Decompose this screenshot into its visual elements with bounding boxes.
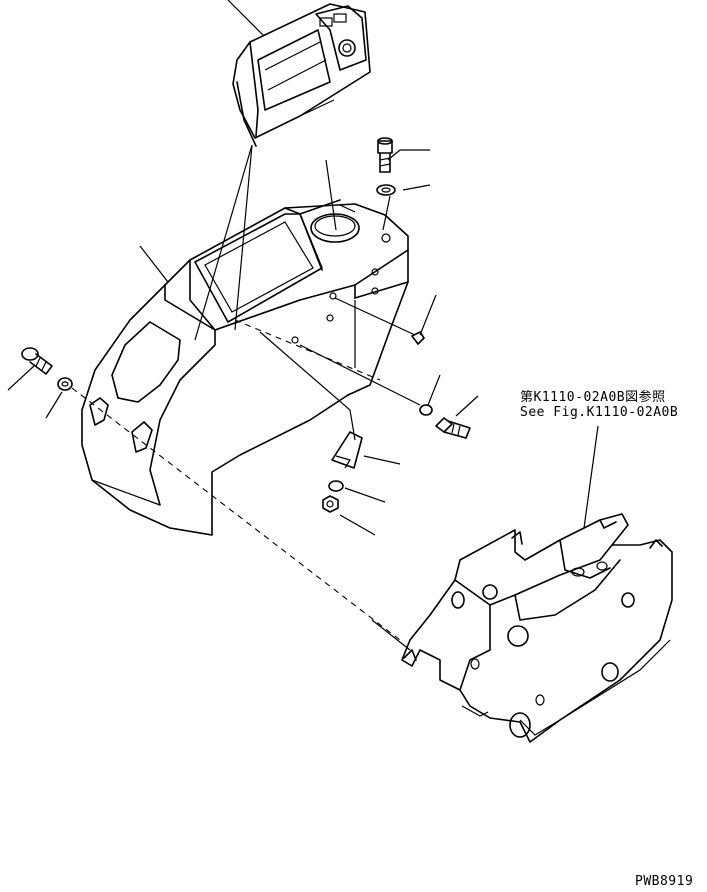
reference-note-en: See Fig.K1110-02A0B	[520, 405, 679, 420]
drawing-code: PWB8919	[635, 874, 694, 889]
reference-note-jp: 第K1110-02A0B図参照	[520, 390, 666, 405]
hardware-parts	[21, 137, 471, 513]
leader-lines	[7, 0, 599, 651]
mounting-frame	[401, 513, 673, 743]
monitor-unit	[232, 3, 371, 147]
console-housing	[81, 199, 409, 536]
